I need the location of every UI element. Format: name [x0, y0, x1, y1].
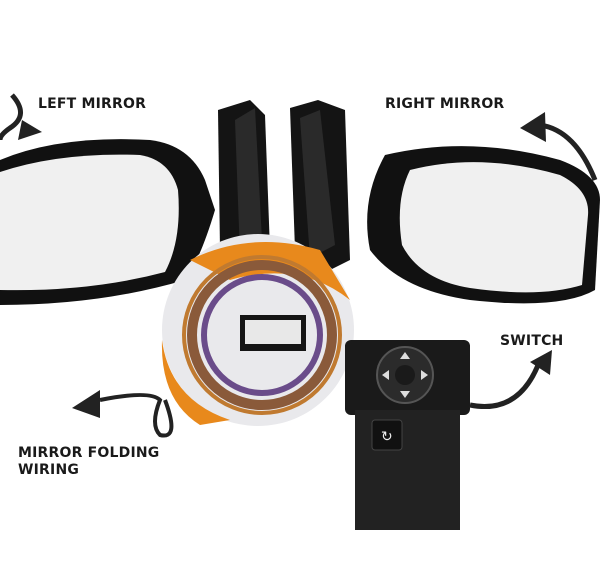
arrow-left-mirror-icon [0, 93, 23, 141]
mirror-switch: ↻ [345, 340, 470, 530]
arrow-head-icon [520, 112, 546, 142]
fold-button-icon: ↻ [381, 429, 393, 445]
label-wiring-line2: WIRING [18, 462, 80, 478]
wiring-package [161, 234, 354, 426]
label-right-mirror: RIGHT MIRROR [385, 96, 505, 112]
arrow-head-icon [18, 120, 42, 140]
mirror-housings [218, 100, 350, 275]
left-mirror [0, 139, 215, 305]
arrow-head-icon [72, 390, 100, 418]
label-switch: SWITCH [500, 333, 564, 349]
label-left-mirror: LEFT MIRROR [38, 96, 147, 112]
right-mirror [367, 146, 600, 304]
arrow-switch-icon [469, 359, 543, 409]
arrow-head-icon [530, 350, 552, 375]
arrow-right-mirror-icon [539, 122, 598, 181]
arrow-wiring-icon [99, 393, 174, 438]
label-wiring-line1: MIRROR FOLDING [18, 445, 160, 461]
